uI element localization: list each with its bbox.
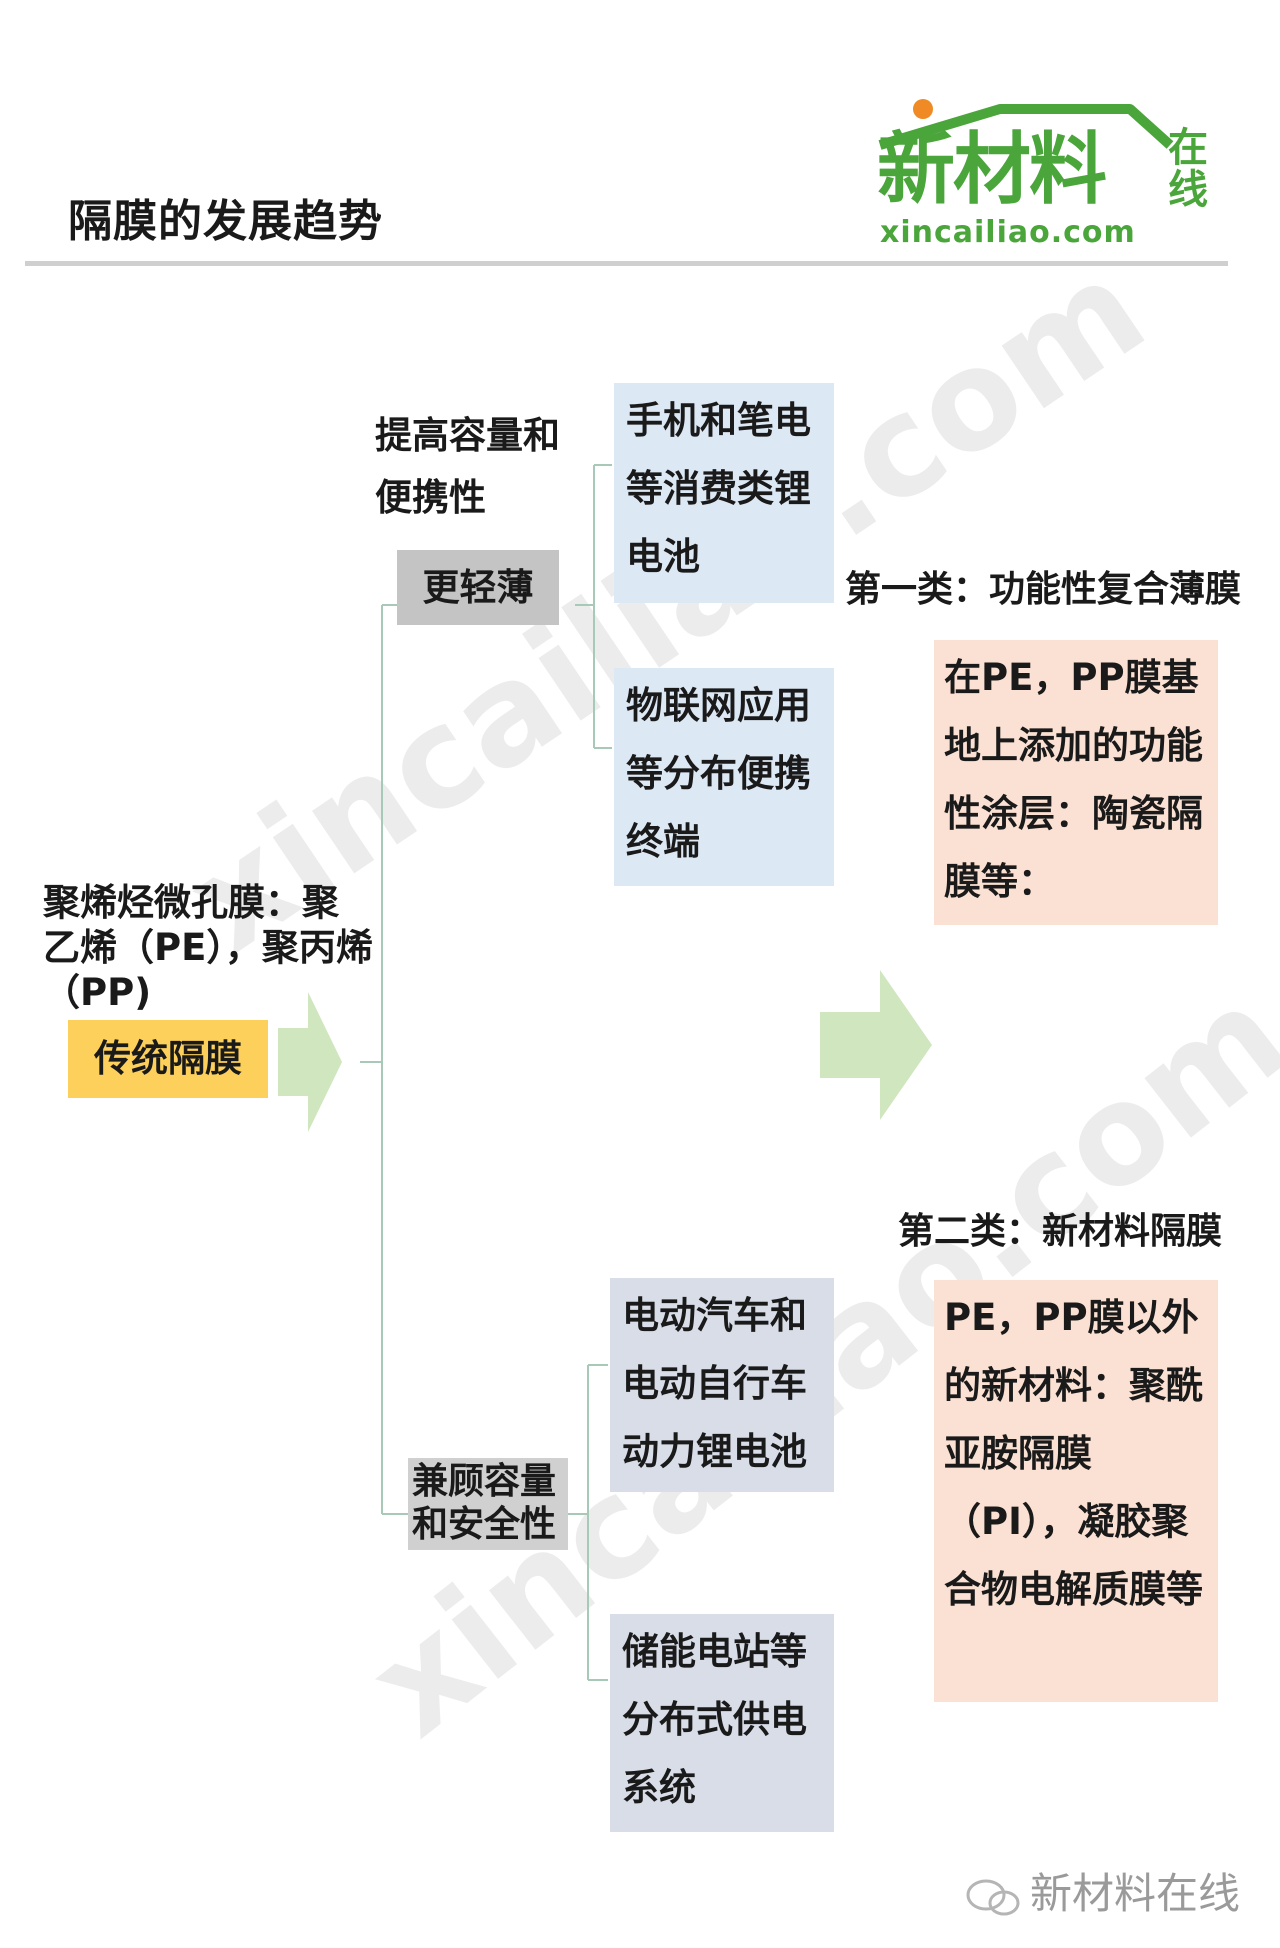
root-description: 聚烯烃微孔膜：聚乙烯（PE），聚丙烯（PP) (43, 881, 373, 1014)
application-ev-batteries: 电动汽车和电动自行车动力锂电池 (610, 1278, 834, 1492)
wechat-icon (966, 1879, 1020, 1915)
logo-url-text: xincailiao.com (880, 215, 1136, 250)
branch-node-capacity-safety: 兼顾容量和安全性 (408, 1458, 568, 1550)
brand-logo: 新材料 在线 xincailiao.com (870, 95, 1220, 255)
left-arrow (278, 992, 342, 1132)
category-1-heading: 第一类：功能性复合薄膜 (845, 569, 1242, 610)
logo-side-text: 在线 (1168, 125, 1208, 213)
footer-text: 新材料在线 (1029, 1869, 1240, 1918)
right-arrow (820, 970, 932, 1120)
category-2-description: PE，PP膜以外的新材料：聚酰亚胺隔膜（PI），凝胶聚合物电解质膜等 (934, 1280, 1218, 1702)
logo-main-text: 新材料 (877, 125, 1107, 215)
branch-node-thinner: 更轻薄 (397, 550, 559, 625)
application-iot-terminals: 物联网应用等分布便携终端 (614, 668, 834, 886)
house-roof-icon (878, 104, 1174, 150)
category-2-heading: 第二类：新材料隔膜 (898, 1211, 1223, 1252)
root-node-traditional-separator: 传统隔膜 (68, 1020, 268, 1098)
category-1-description: 在PE，PP膜基地上添加的功能性涂层：陶瓷隔膜等： (934, 640, 1218, 925)
application-energy-storage: 储能电站等分布式供电系统 (610, 1614, 834, 1832)
footer-source: 新材料在线 (964, 1860, 1240, 1921)
application-consumer-batteries: 手机和笔电等消费类锂电池 (614, 383, 834, 603)
branch-goal-capacity-portability: 提高容量和便携性 (375, 414, 560, 519)
page-title: 隔膜的发展趋势 (68, 196, 383, 247)
logo-dot-icon (913, 99, 933, 119)
header-divider (25, 261, 1228, 266)
